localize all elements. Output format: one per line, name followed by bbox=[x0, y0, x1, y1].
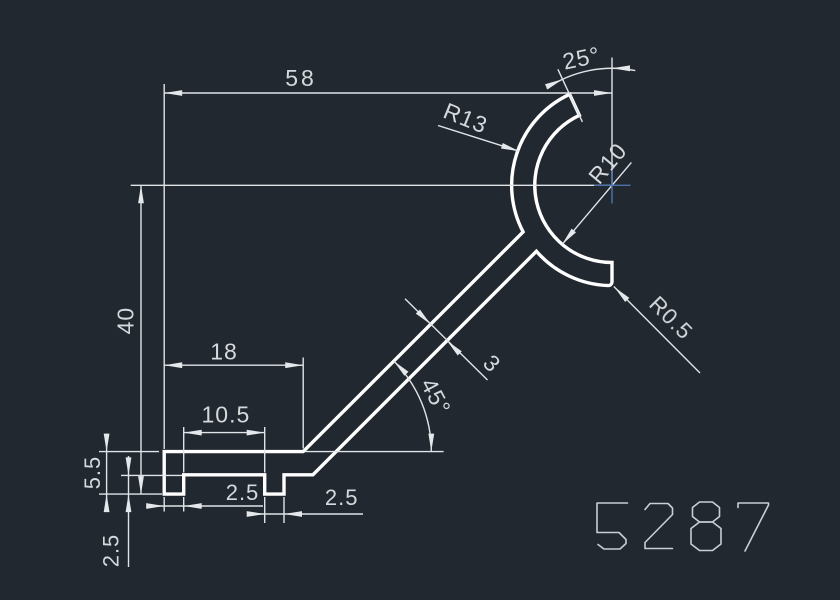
svg-text:2.5: 2.5 bbox=[226, 480, 260, 505]
svg-text:58: 58 bbox=[285, 65, 317, 91]
svg-text:5.5: 5.5 bbox=[80, 456, 105, 490]
svg-text:2.5: 2.5 bbox=[325, 485, 359, 510]
svg-text:40: 40 bbox=[112, 307, 138, 335]
svg-text:10.5: 10.5 bbox=[202, 402, 251, 428]
svg-text:2.5: 2.5 bbox=[99, 534, 124, 568]
svg-text:18: 18 bbox=[210, 339, 238, 365]
